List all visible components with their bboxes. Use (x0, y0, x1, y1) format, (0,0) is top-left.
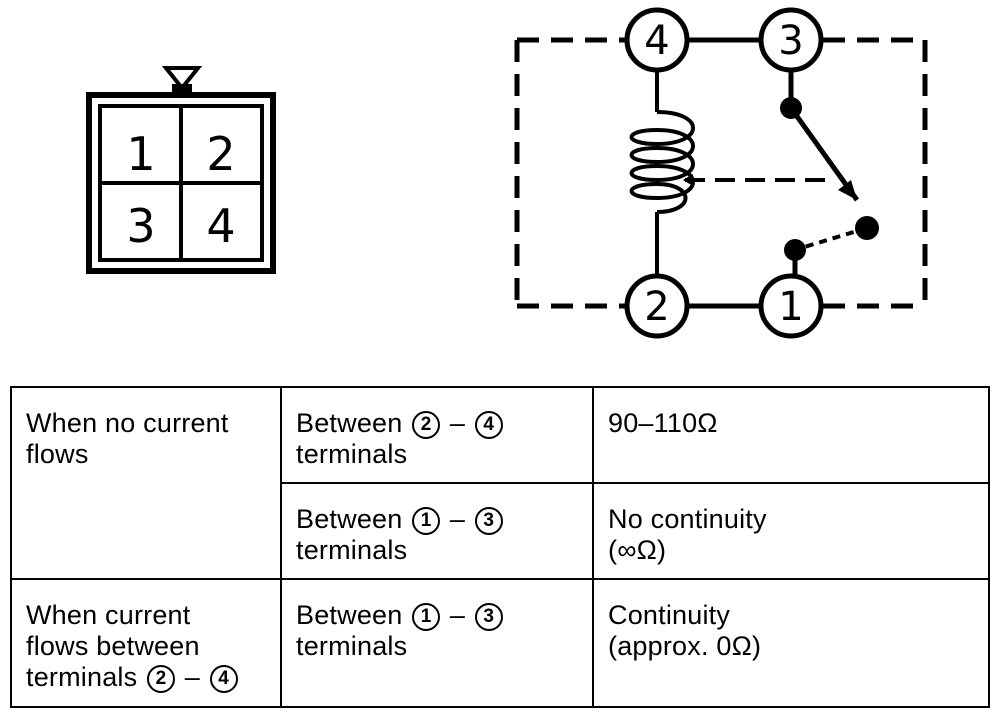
result-text: No continuity (608, 504, 767, 534)
result-text: (∞Ω) (608, 535, 667, 565)
result-cell: No continuity (∞Ω) (592, 482, 990, 580)
relay-terminal-2 (624, 273, 690, 339)
result-cell: 90–110Ω (592, 386, 990, 484)
table-row: When current flows between terminals 2 –… (10, 578, 990, 708)
terminal-badge: 1 (412, 506, 441, 535)
relay-terminal-1 (758, 273, 824, 339)
result-cell: Continuity (approx. 0Ω) (592, 578, 990, 708)
measurement-cell: Between 1 – 3 terminals (280, 578, 594, 708)
condition-cell-no-current: When no current flows (10, 386, 282, 580)
measure-prefix: Between (296, 504, 403, 534)
terminal-badge: 4 (474, 410, 503, 439)
relay-housing-outline (514, 37, 928, 309)
measure-suffix: terminals (296, 439, 408, 469)
connector-pin-2: 2 (206, 127, 235, 181)
terminal-dash: – (449, 504, 466, 534)
result-text: Continuity (608, 600, 731, 630)
condition-text: terminals (26, 662, 138, 692)
terminal-dash: – (449, 408, 466, 438)
measurement-cell: Between 1 – 3 terminals (280, 482, 594, 580)
terminal-badge: 2 (147, 664, 176, 693)
terminal-badge: 3 (474, 506, 503, 535)
result-text: (approx. 0Ω) (608, 631, 762, 661)
relay-inspection-table: When no current flows Between 2 – 4 term… (10, 386, 990, 708)
relay-terminal-1-label: 1 (778, 284, 803, 330)
measure-suffix: terminals (296, 535, 408, 565)
condition-text: flows between (26, 631, 200, 661)
result-text: 90–110Ω (608, 408, 718, 438)
terminal-badge: 4 (209, 664, 238, 693)
relay-terminal-3 (758, 7, 824, 73)
terminal-badge: 1 (412, 602, 441, 631)
connector-latch-tab (161, 66, 203, 92)
connector-pin-1: 1 (126, 127, 155, 181)
relay-coil (629, 70, 695, 274)
measure-suffix: terminals (296, 631, 408, 661)
relay-schematic: 4 3 2 1 (514, 7, 928, 339)
connector-diagram: 1 2 3 4 (86, 66, 276, 274)
relay-terminal-3-label: 3 (778, 18, 803, 64)
measurement-cell: Between 2 – 4 terminals (280, 386, 594, 484)
table-row: When no current flows Between 2 – 4 term… (10, 386, 990, 580)
condition-text: When current (26, 600, 191, 630)
measure-prefix: Between (296, 600, 403, 630)
relay-switch (780, 70, 879, 274)
table-row: Between 1 – 3 terminals No continuity (∞… (11, 482, 990, 580)
terminal-badge: 3 (474, 602, 503, 631)
condition-cell-current-flowing: When current flows between terminals 2 –… (10, 578, 282, 708)
terminal-dash: – (184, 662, 200, 692)
connector-pin-3: 3 (126, 199, 155, 253)
terminal-badge: 2 (412, 410, 441, 439)
relay-terminal-4 (624, 7, 690, 73)
connector-pin-4: 4 (206, 199, 235, 253)
relay-terminal-4-label: 4 (644, 18, 669, 64)
terminal-dash: – (449, 600, 466, 630)
condition-text: When no current flows (26, 408, 229, 469)
relay-terminal-2-label: 2 (644, 284, 669, 330)
measure-prefix: Between (296, 408, 403, 438)
